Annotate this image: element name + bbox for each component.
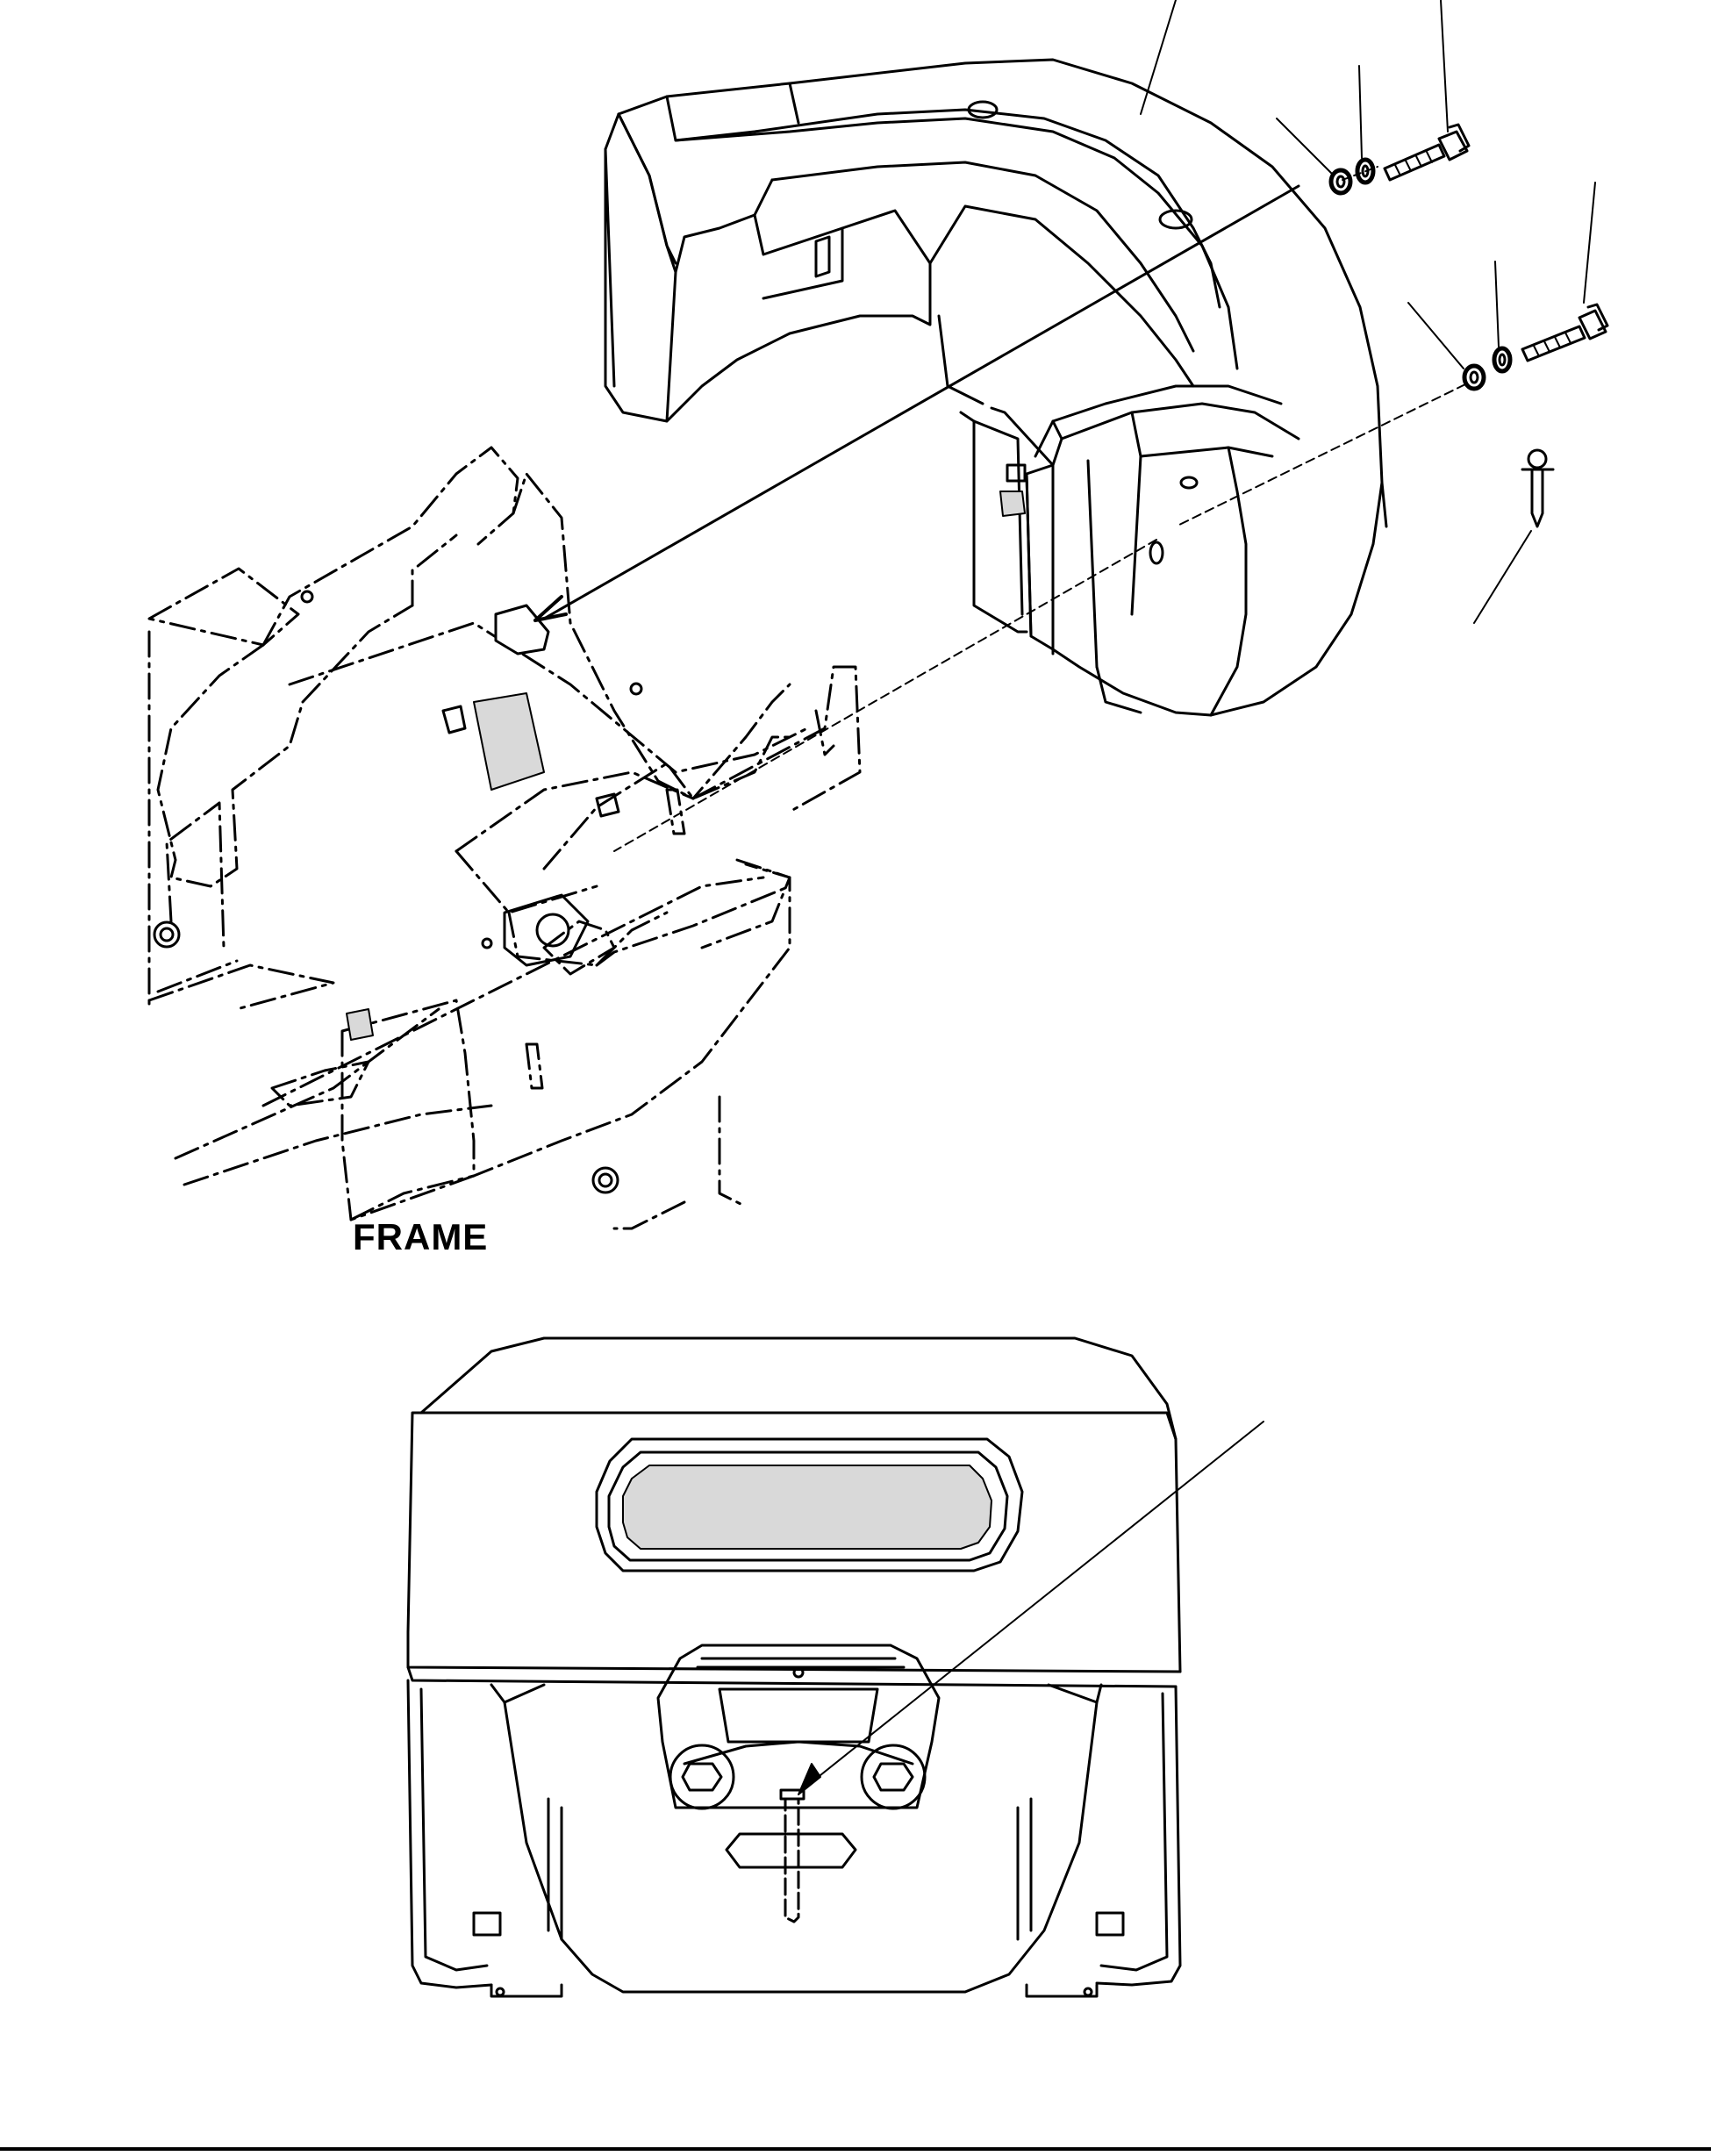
lower-fastener-set <box>1462 303 1609 391</box>
spring-washer-icon <box>1492 346 1513 374</box>
flat-washer-icon <box>1328 168 1353 196</box>
leader-lines-upper <box>1140 0 1596 624</box>
alignment-lines <box>533 166 1466 852</box>
frame-brackets <box>153 590 643 1194</box>
flat-washer-icon <box>1462 363 1486 391</box>
counterweight-rear-view <box>406 1336 1182 1998</box>
lock-pin-icon <box>1521 448 1555 528</box>
upper-fastener-set <box>1328 123 1471 196</box>
hex-bolt-icon <box>1521 303 1609 362</box>
hex-bolt-icon <box>1383 123 1471 182</box>
page-bottom-rule <box>0 2147 1711 2151</box>
frame-label: FRAME <box>353 1216 489 1257</box>
leader-line-lower <box>798 1421 1264 1795</box>
counterweight-body <box>604 58 1388 717</box>
spring-washer-icon <box>1355 157 1376 185</box>
machine-frame <box>147 446 862 1230</box>
